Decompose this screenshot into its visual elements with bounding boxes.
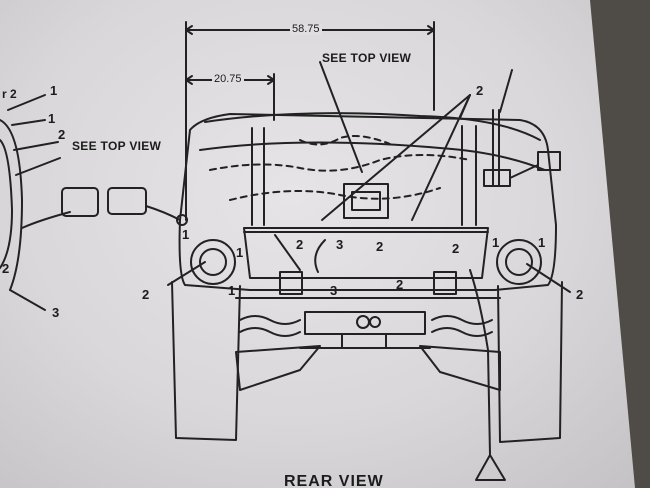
left-partial-view [0,119,23,291]
dimension-overall-width: 58.75 [290,23,322,35]
label-panel-3a: 3 [336,237,344,252]
left-tire [171,281,241,441]
label-panel-2b: 2 [376,239,384,254]
label-right-lamp-2: 2 [576,287,584,302]
label-right-lamp-1a: 1 [492,235,500,250]
label-right-lamp-1b: 1 [538,235,546,250]
label-left-lamp-1b: 1 [236,245,244,260]
label-lower-2: 2 [396,277,404,292]
label-left-lamp-1a: 1 [182,227,190,242]
label-left-lamp-2: 2 [142,287,150,302]
label-panel-2c: 2 [452,241,460,256]
page-shadow [590,0,650,488]
tailgate-panel [243,227,489,279]
label-left-3: 3 [52,305,60,320]
label-l-top-1: 1 [50,83,58,98]
label-lower-3: 3 [330,283,338,298]
label-l-mid-1: 1 [48,111,56,126]
caption-rear-view: REAR VIEW [284,473,384,488]
callout-see-top-view-left: SEE TOP VIEW [72,139,162,153]
dimension-partial-width: 20.75 [212,73,244,85]
right-tail-lamp [496,239,542,285]
left-tail-lamp [190,239,236,285]
callout-see-top-view-top: SEE TOP VIEW [322,51,412,65]
label-l-mid-2: 2 [2,261,10,276]
label-panel-2a: 2 [296,237,304,252]
body-outline [178,113,557,291]
label-left-partial-r2: r 2 [2,87,17,101]
label-top-right-2: 2 [476,83,484,98]
right-tire [497,281,563,443]
label-left-lamp-1c: 1 [228,283,236,298]
top-view-box [343,183,389,219]
label-l-top-2: 2 [58,127,66,142]
